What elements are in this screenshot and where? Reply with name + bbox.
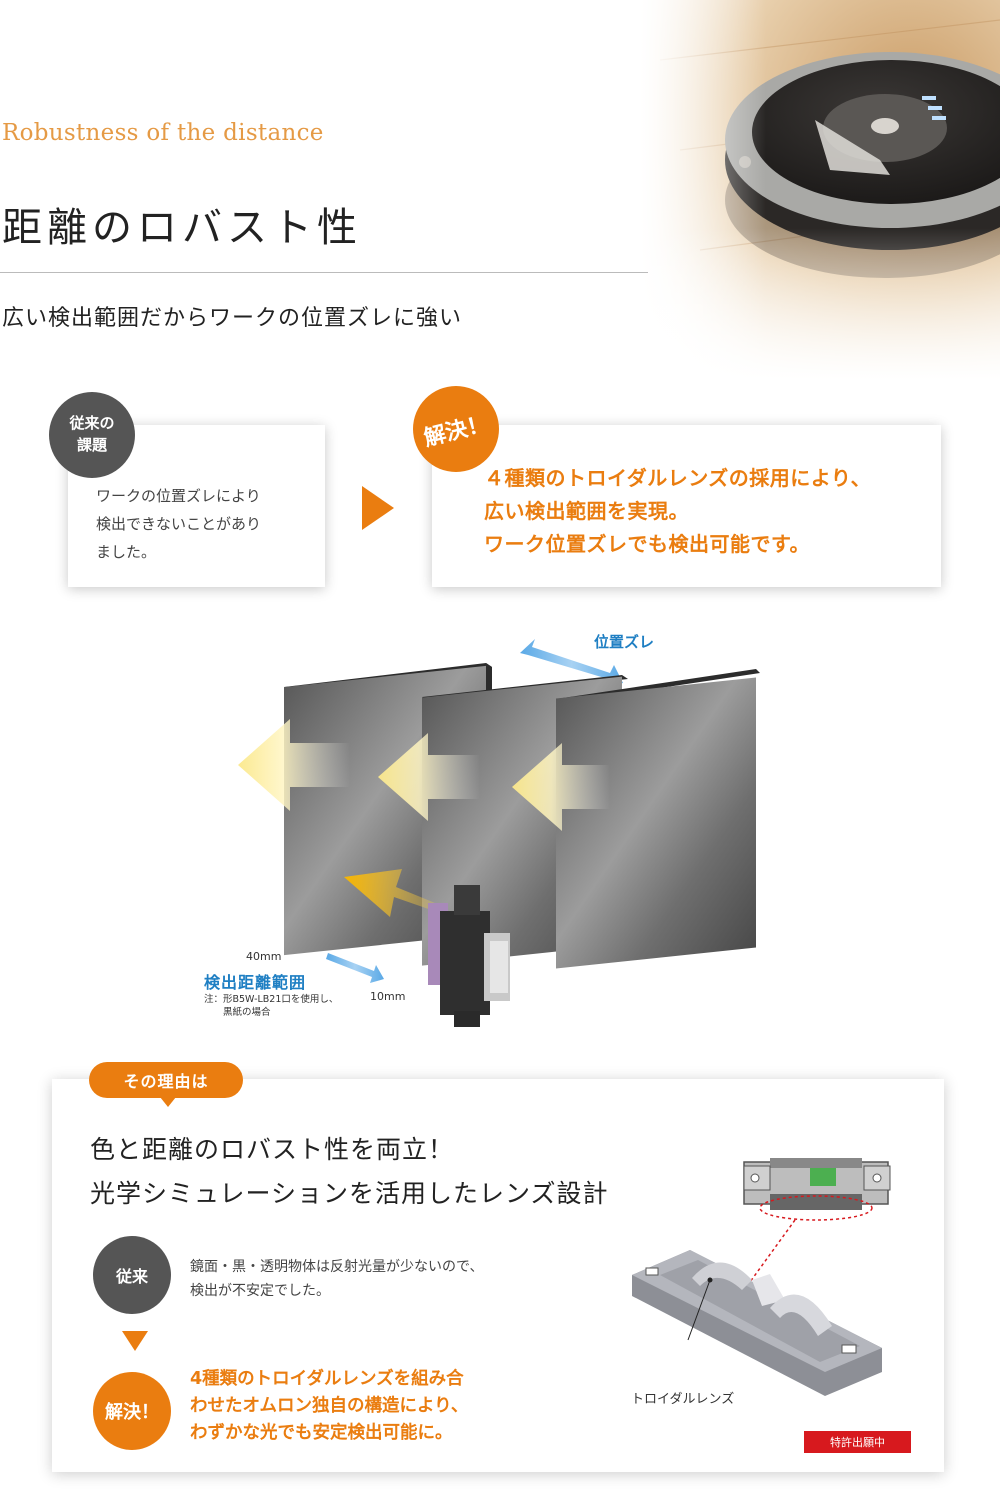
conventional-text: 鏡面・黒・透明物体は反射光量が少ないので、 検出が不安定でした。 [190, 1259, 484, 1299]
distance-10-label: 10mm [370, 990, 406, 1003]
lens-tray [632, 1250, 882, 1396]
beam-arrow-3 [512, 743, 610, 831]
sensor-cross-section [743, 1158, 891, 1210]
lead-text: 広い検出範囲だからワークの位置ズレに強い [2, 306, 463, 331]
highlight-ellipse [759, 1195, 873, 1221]
reason-tag-pointer [160, 1097, 176, 1107]
solution-badge-2-label: 解決！ [105, 1402, 159, 1423]
solution-card [432, 425, 941, 587]
sensor-module [428, 885, 510, 1027]
diagram-note: 注：形B5W-LB21口を使用し、 黒紙の場合 [204, 994, 339, 1018]
arrow-right-icon [362, 486, 394, 530]
page-title: 距離のロバスト性 [2, 205, 362, 251]
problem-badge-label: 従来の 課題 [69, 414, 115, 454]
patent-pending-label: 特許出願中 [830, 1436, 885, 1449]
problem-badge: 従来の 課題 [49, 392, 135, 478]
plate-back [556, 669, 760, 969]
beam-arrow-2 [378, 733, 480, 821]
detection-range-diagram [238, 639, 760, 1027]
problem-text: ワークの位置ズレにより 検出できないことがあり ました。 [96, 487, 262, 561]
distance-40-label: 40mm [246, 950, 282, 963]
solution-badge-2: 解決！ [93, 1372, 171, 1450]
solution-badge-label: 解決！ [421, 411, 492, 452]
patent-pending-badge: 特許出願中 [804, 1431, 911, 1453]
toroidal-lens-label: トロイダルレンズ [631, 1392, 735, 1407]
beam-arrow-1 [238, 719, 350, 811]
position-shift-arrow [520, 639, 623, 687]
detection-range-label: 検出距離範囲 [204, 973, 307, 992]
toroidal-lens-figure [632, 1158, 891, 1396]
robot-vacuum-photo [640, 0, 1000, 380]
range-arrow [326, 953, 384, 983]
lens-leader-line [687, 1279, 711, 1341]
position-shift-label: 位置ズレ [594, 633, 655, 651]
title-divider [0, 272, 648, 273]
solution-text: ４種類のトロイダルレンズの採用により、 広い検出範囲を実現。 ワーク位置ズレでも… [484, 466, 872, 556]
reason-solution-text: 4種類のトロイダルレンズを組み合 わせたオムロン独自の構造により、 わずかな光で… [190, 1369, 469, 1443]
reason-panel [52, 1079, 944, 1472]
reason-tag: その理由は [89, 1062, 243, 1098]
conventional-badge: 従来 [93, 1236, 171, 1314]
subtitle-english: Robustness of the distance [2, 120, 324, 146]
arrow-down-icon [122, 1331, 148, 1351]
beam-arrow-strong [344, 869, 440, 917]
reason-tag-label: その理由は [123, 1072, 209, 1091]
highlight-leader [749, 1219, 796, 1283]
reason-heading: 色と距離のロバスト性を両立！ 光学シミュレーションを活用したレンズ設計 [90, 1135, 609, 1208]
solution-badge: 解決！ [413, 386, 499, 472]
conventional-badge-label: 従来 [115, 1267, 148, 1286]
